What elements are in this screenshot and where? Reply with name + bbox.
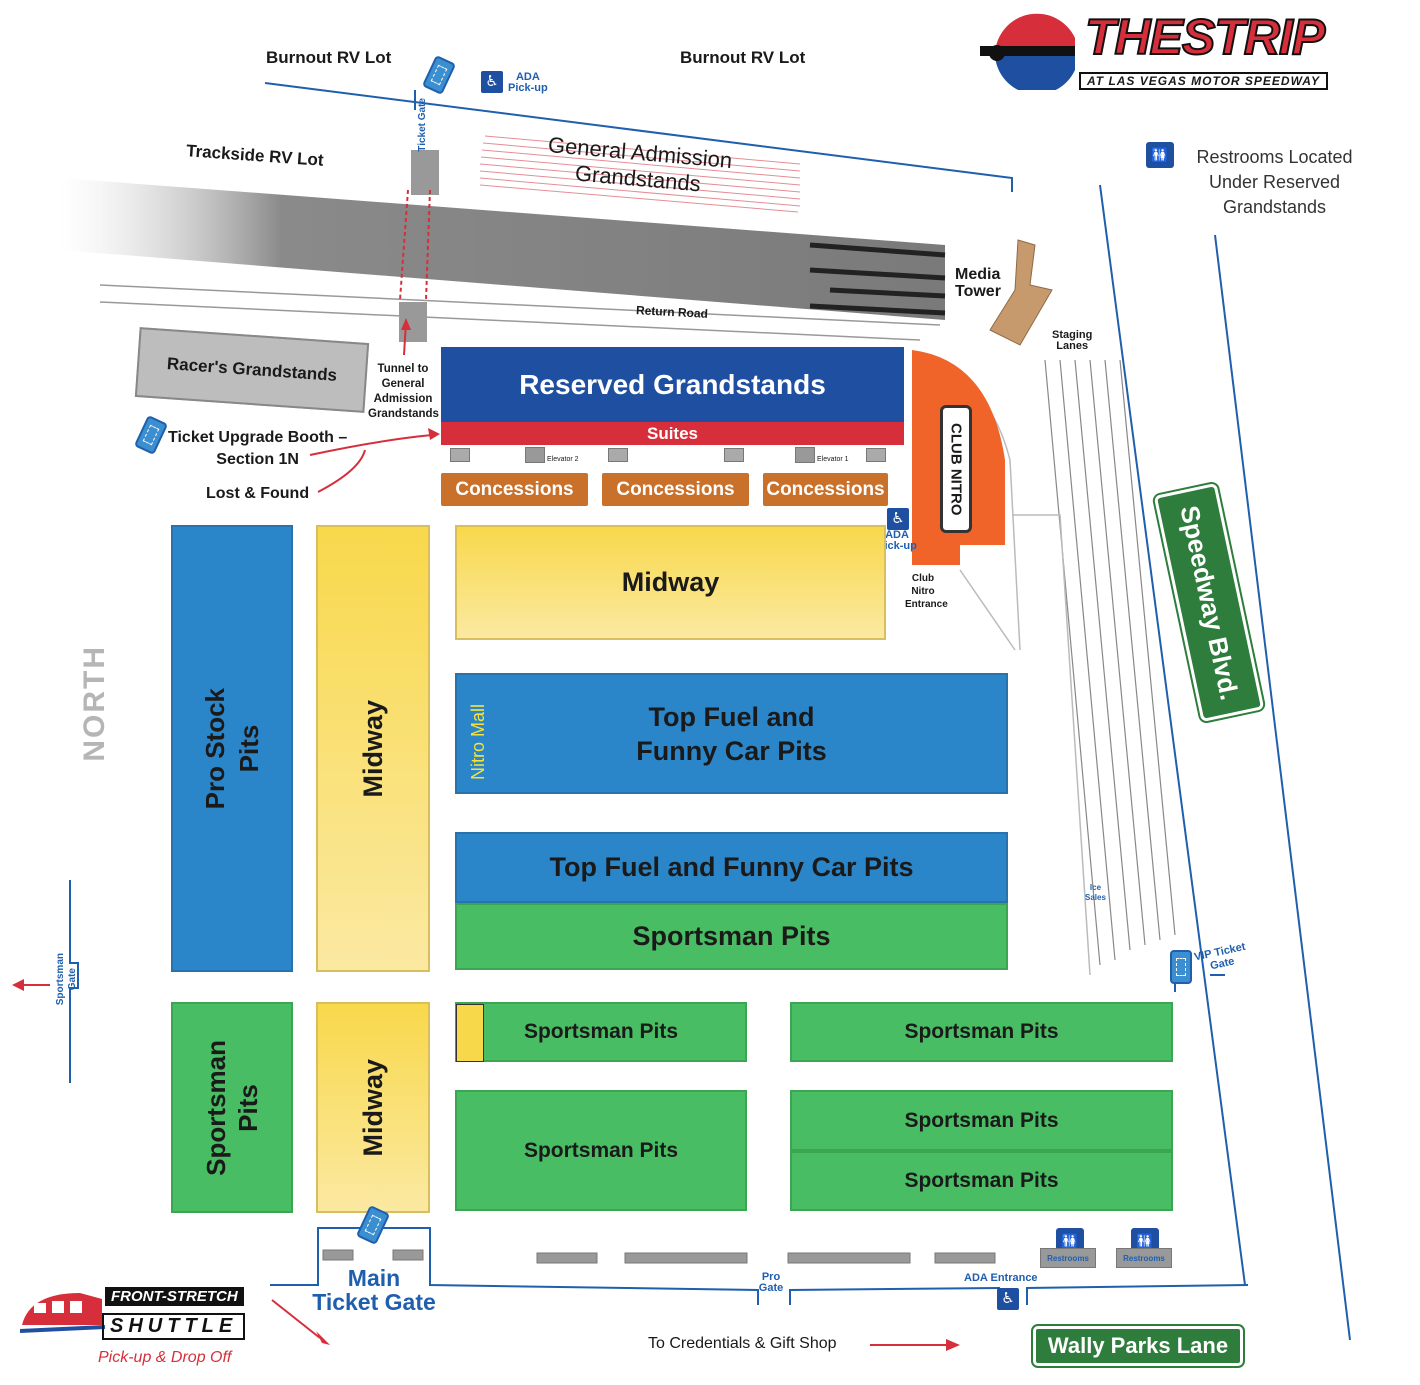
- restrooms-note: Restrooms Located Under Reserved Grandst…: [1196, 147, 1353, 217]
- brand-name: THESTRIP: [1084, 8, 1326, 66]
- stairs-icon: [724, 448, 744, 462]
- reserved-grandstands: Reserved Grandstands: [441, 347, 904, 422]
- brand-subtitle: AT LAS VEGAS MOTOR SPEEDWAY: [1079, 72, 1329, 90]
- concessions-stand: Concessions: [763, 473, 888, 506]
- concessions-stand: Concessions: [602, 473, 749, 506]
- ticket-upgrade-booth: Ticket Upgrade Booth – Section 1N: [168, 429, 348, 468]
- stairs-icon: [450, 448, 470, 462]
- ada-pickup-top-icon: ♿: [481, 71, 503, 93]
- burnout-rv-lot-right: Burnout RV Lot: [680, 48, 806, 67]
- shuttle-bus-icon: [20, 1293, 106, 1333]
- wally-parks-lane-sign: Wally Parks Lane: [1031, 1324, 1245, 1368]
- sponsor-booth-icon: [456, 1004, 484, 1062]
- shuttle-line3: Pick-up & Drop Off: [98, 1349, 232, 1366]
- club-nitro: CLUB NITRO: [940, 405, 972, 533]
- to-credentials-gift-shop: To Credentials & Gift Shop: [648, 1335, 837, 1352]
- restroom-icon: 🚻: [1146, 142, 1174, 168]
- brand-logo: THESTRIP AT LAS VEGAS MOTOR SPEEDWAY: [975, 8, 1400, 90]
- stairs-icon: [608, 448, 628, 462]
- sportsman-pits-4: Sportsman Pits: [455, 1090, 747, 1211]
- ada-entrance-icon: ♿: [997, 1288, 1019, 1310]
- burnout-rv-lot-left: Burnout RV Lot: [266, 48, 392, 67]
- midway-left-lower: Midway: [316, 1002, 430, 1213]
- elevator-2: [525, 447, 545, 463]
- sportsman-pits-2: Sportsman Pits: [455, 1002, 747, 1062]
- concessions-stand: Concessions: [441, 473, 588, 506]
- stairs-icon: [866, 448, 886, 462]
- ada-pickup-mid-icon: ♿: [887, 508, 909, 530]
- sportsman-pits-1: Sportsman Pits: [455, 903, 1008, 970]
- club-nitro-entrance: Club Nitro Entrance: [905, 573, 948, 610]
- ticket-gate-label: Ticket Gate: [417, 98, 428, 152]
- elevator-1-label: Elevator 1: [817, 456, 849, 463]
- sportsman-pits-6: Sportsman Pits: [790, 1151, 1173, 1211]
- vip-ticket-gate-icon: [1170, 950, 1192, 984]
- top-fuel-funny-car-pits-2: Top Fuel and Funny Car Pits: [455, 832, 1008, 903]
- sportsman-pits-5: Sportsman Pits: [790, 1090, 1173, 1151]
- midway-left-upper: Midway: [316, 525, 430, 972]
- restrooms-building: Restrooms: [1040, 1248, 1096, 1268]
- elevator-1: [795, 447, 815, 463]
- suites: Suites: [441, 422, 904, 445]
- speedway-emblem-icon: [980, 13, 1075, 90]
- midway-top: Midway: [455, 525, 886, 640]
- front-stretch-shuttle: FRONT-STRETCH SHUTTLE Pick-up & Drop Off: [20, 1285, 270, 1370]
- nitro-mall: Nitro Mall: [468, 703, 488, 780]
- north-compass: NORTH: [78, 645, 111, 762]
- sportsman-pits-3: Sportsman Pits: [790, 1002, 1173, 1062]
- restrooms-building: Restrooms: [1116, 1248, 1172, 1268]
- shuttle-line1: FRONT-STRETCH: [105, 1287, 244, 1306]
- elevator-2-label: Elevator 2: [547, 456, 579, 463]
- lost-and-found: Lost & Found: [206, 485, 310, 502]
- shuttle-line2: SHUTTLE: [102, 1313, 246, 1340]
- ada-entrance-label: ADA Entrance: [964, 1272, 1038, 1284]
